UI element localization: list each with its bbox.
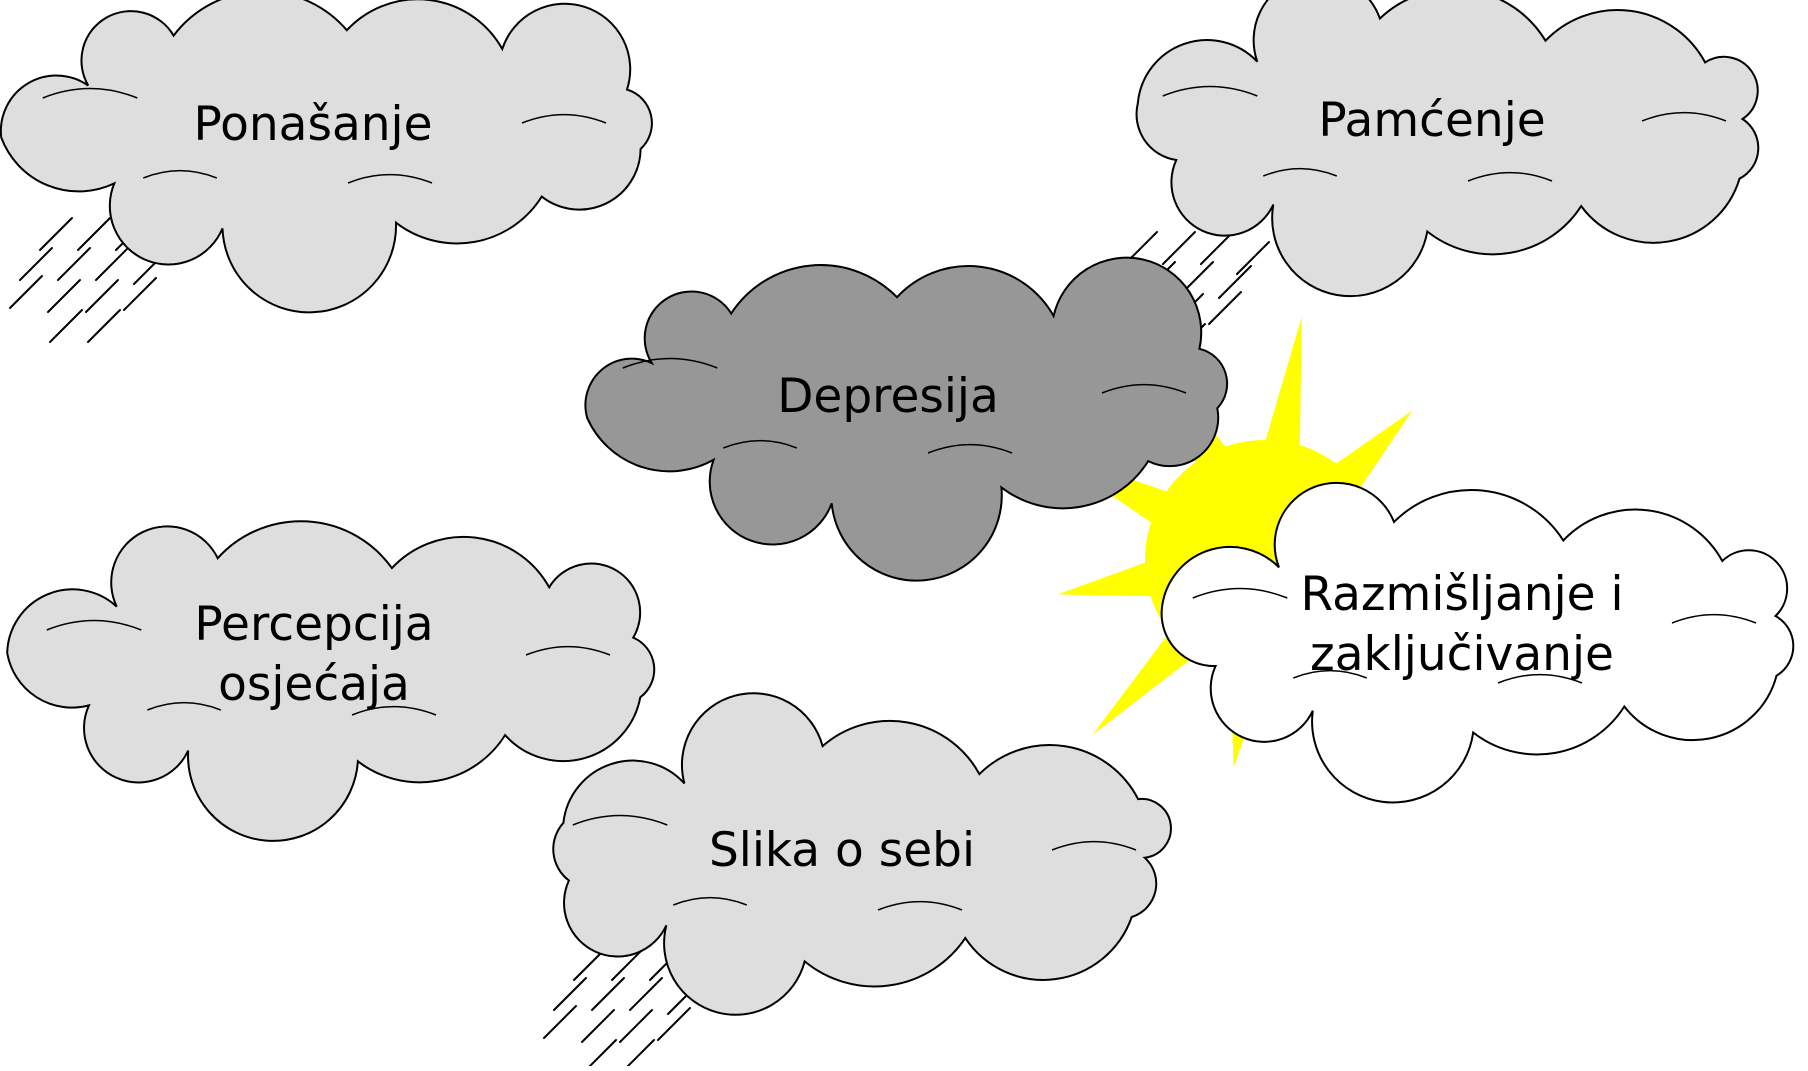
cloud-detail-line	[1641, 111, 1727, 122]
label-line: zaključivanje	[1310, 627, 1614, 682]
cloud-detail-line	[622, 357, 718, 369]
cloud-detail-line	[1293, 669, 1368, 679]
sun-ray	[1057, 560, 1157, 597]
cloud-detail-line	[1263, 167, 1338, 177]
cloud-pamcenje	[1135, 0, 1760, 298]
cloud-shape	[584, 256, 1229, 582]
rain-drop	[581, 1009, 615, 1043]
sun-ray	[1263, 316, 1302, 452]
sun-ray	[1092, 627, 1199, 736]
cloud-detail-line	[1671, 613, 1757, 624]
rain-drop	[611, 947, 645, 981]
label-ponasanje: Ponašanje	[193, 95, 432, 155]
rain-drop	[47, 279, 81, 313]
rain-drop	[591, 977, 625, 1011]
rain-drop	[77, 217, 111, 251]
label-line: Pamćenje	[1318, 93, 1546, 148]
rain-drop	[1236, 241, 1270, 275]
rain-drop	[1218, 265, 1252, 299]
cloud-razmisljanje-i-zakljucivanje	[1160, 481, 1795, 804]
cloud-shape	[552, 692, 1172, 1016]
cloud-detail-line	[46, 619, 142, 631]
cloud-detail-line	[1101, 383, 1187, 394]
rain-drop	[1162, 231, 1196, 265]
rain-ponasanje	[9, 217, 185, 343]
rain-drop	[49, 309, 83, 343]
rain-drop	[9, 275, 43, 309]
cloud-detail-line	[347, 173, 433, 184]
label-line: Percepcija	[194, 597, 434, 652]
cloud-detail-line	[877, 900, 963, 911]
cloud-detail-line	[42, 87, 138, 99]
rain-drop	[39, 217, 73, 251]
cloud-detail-line	[351, 705, 437, 716]
cloud-detail-line	[1162, 85, 1258, 97]
cloud-detail-line	[1051, 840, 1137, 851]
label-line: Razmišljanje i	[1300, 567, 1624, 622]
cloud-detail-line	[927, 443, 1013, 454]
rain-drop	[123, 277, 157, 311]
label-line: Ponašanje	[193, 97, 433, 152]
cloud-detail-line	[572, 814, 668, 826]
cloud-shape	[6, 520, 656, 842]
cloud-detail-line	[521, 113, 607, 124]
label-percepcija-osjecaja: Percepcija osjećaja	[194, 595, 433, 715]
rain-drop	[1208, 291, 1242, 325]
rain-drop	[1200, 231, 1234, 265]
cloud-detail-line	[147, 701, 222, 711]
label-line: Depresija	[777, 369, 999, 424]
label-razmisljanje-i-zakljucivanje: Razmišljanje i zaključivanje	[1300, 565, 1623, 685]
label-pamcenje: Pamćenje	[1318, 91, 1545, 151]
rain-drop	[621, 1039, 655, 1071]
cloud-shape	[0, 0, 653, 314]
cloud-slika-o-sebi	[552, 692, 1172, 1016]
cloud-shape	[1135, 0, 1760, 298]
label-slika-o-sebi: Slika o sebi	[709, 821, 975, 881]
rain-drop	[543, 1005, 577, 1039]
cloud-detail-line	[723, 439, 798, 449]
rain-drop	[657, 1007, 691, 1041]
cloud-detail-line	[1497, 673, 1583, 684]
cloud-detail-line	[1192, 587, 1288, 599]
sun-ray	[1331, 410, 1413, 493]
cloud-detail-line	[673, 896, 748, 906]
rain-drop	[87, 309, 121, 343]
cloud-detail-line	[143, 169, 218, 179]
cloud-detail-line	[525, 645, 611, 656]
rain-drop	[553, 977, 587, 1011]
label-line: Slika o sebi	[708, 823, 976, 878]
rain-drop	[583, 1039, 617, 1071]
cloud-ponasanje	[0, 0, 653, 314]
label-depresija: Depresija	[777, 367, 999, 427]
cloud-depresija	[584, 256, 1229, 582]
cloud-detail-line	[1467, 171, 1553, 182]
cloud-percepcija-osjecaja	[6, 520, 656, 842]
rain-drop	[95, 247, 129, 281]
cloud-shape	[1160, 481, 1795, 804]
rain-drop	[619, 1009, 653, 1043]
rain-drop	[19, 247, 53, 281]
rain-drop	[85, 279, 119, 313]
rain-drop	[57, 247, 91, 281]
label-line: osjećaja	[218, 657, 410, 712]
rain-drop	[629, 977, 663, 1011]
